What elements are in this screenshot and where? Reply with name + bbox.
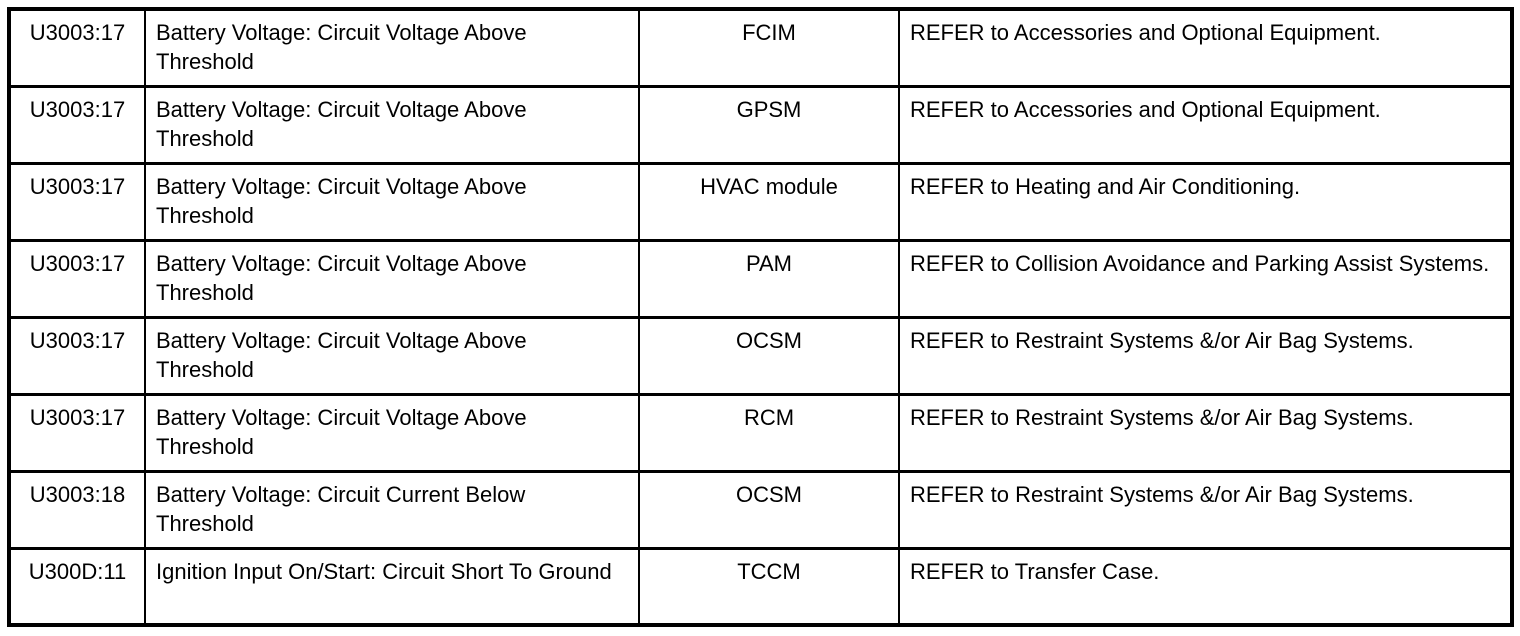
dtc-description-cell: Battery Voltage: Circuit Voltage Above T…: [144, 7, 640, 88]
module-cell: PAM: [638, 238, 900, 319]
module-cell: OCSM: [638, 469, 900, 550]
dtc-description-cell: Battery Voltage: Circuit Voltage Above T…: [144, 315, 640, 396]
dtc-code-cell: U3003:17: [8, 84, 146, 165]
action-cell: REFER to Accessories and Optional Equipm…: [898, 7, 1513, 88]
table-row: U3003:17 Battery Voltage: Circuit Voltag…: [8, 392, 1513, 473]
action-cell: REFER to Transfer Case.: [898, 546, 1513, 627]
dtc-code-cell: U3003:17: [8, 161, 146, 242]
table-row: U3003:17 Battery Voltage: Circuit Voltag…: [8, 84, 1513, 165]
table-row: U3003:18 Battery Voltage: Circuit Curren…: [8, 469, 1513, 550]
dtc-description-cell: Battery Voltage: Circuit Voltage Above T…: [144, 392, 640, 473]
dtc-description-cell: Battery Voltage: Circuit Voltage Above T…: [144, 84, 640, 165]
module-cell: OCSM: [638, 315, 900, 396]
table-row: U3003:17 Battery Voltage: Circuit Voltag…: [8, 161, 1513, 242]
dtc-code-cell: U3003:17: [8, 238, 146, 319]
dtc-description-cell: Ignition Input On/Start: Circuit Short T…: [144, 546, 640, 627]
dtc-code-cell: U3003:18: [8, 469, 146, 550]
dtc-description-cell: Battery Voltage: Circuit Current Below T…: [144, 469, 640, 550]
dtc-code-cell: U300D:11: [8, 546, 146, 627]
module-cell: FCIM: [638, 7, 900, 88]
table-row: U300D:11 Ignition Input On/Start: Circui…: [8, 546, 1513, 627]
dtc-code-cell: U3003:17: [8, 315, 146, 396]
module-cell: RCM: [638, 392, 900, 473]
dtc-code-cell: U3003:17: [8, 392, 146, 473]
action-cell: REFER to Restraint Systems &/or Air Bag …: [898, 469, 1513, 550]
dtc-code-cell: U3003:17: [8, 7, 146, 88]
dtc-description-cell: Battery Voltage: Circuit Voltage Above T…: [144, 161, 640, 242]
action-cell: REFER to Restraint Systems &/or Air Bag …: [898, 315, 1513, 396]
action-cell: REFER to Accessories and Optional Equipm…: [898, 84, 1513, 165]
module-cell: GPSM: [638, 84, 900, 165]
table-row: U3003:17 Battery Voltage: Circuit Voltag…: [8, 238, 1513, 319]
action-cell: REFER to Heating and Air Conditioning.: [898, 161, 1513, 242]
table-row: U3003:17 Battery Voltage: Circuit Voltag…: [8, 315, 1513, 396]
module-cell: TCCM: [638, 546, 900, 627]
dtc-description-cell: Battery Voltage: Circuit Voltage Above T…: [144, 238, 640, 319]
action-cell: REFER to Collision Avoidance and Parking…: [898, 238, 1513, 319]
table-row: U3003:17 Battery Voltage: Circuit Voltag…: [8, 7, 1513, 88]
action-cell: REFER to Restraint Systems &/or Air Bag …: [898, 392, 1513, 473]
module-cell: HVAC module: [638, 161, 900, 242]
dtc-index-table: U3003:17 Battery Voltage: Circuit Voltag…: [7, 7, 1514, 627]
